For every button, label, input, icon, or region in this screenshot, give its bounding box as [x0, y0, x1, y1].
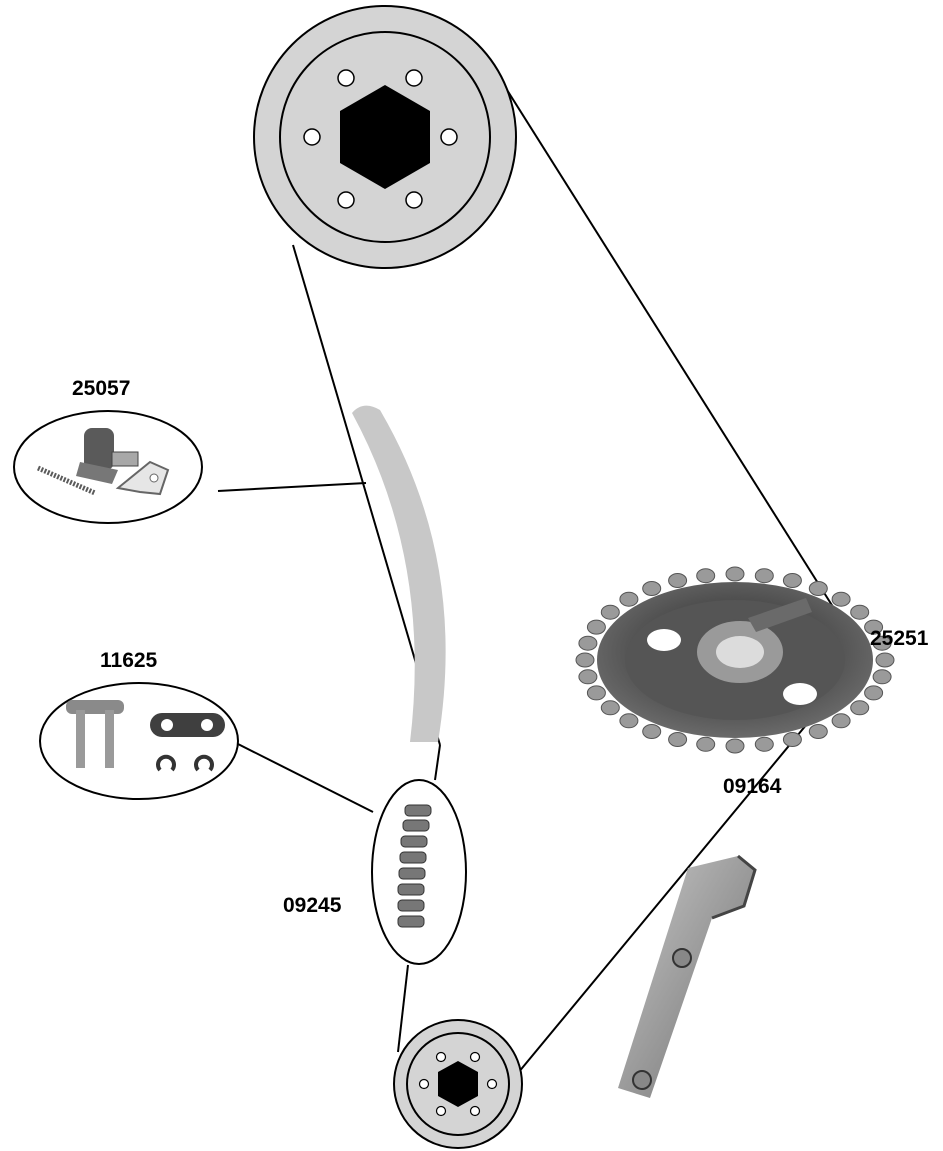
leader-line-25057 — [218, 483, 366, 491]
part-25251-sprocket[interactable] — [576, 567, 894, 753]
sprocket-tooth — [865, 686, 883, 700]
part-label-11625: 11625 — [100, 650, 157, 671]
part-label-25057: 25057 — [72, 378, 130, 399]
part-label-25251: 25251 — [870, 628, 928, 649]
part-label-09245: 09245 — [283, 895, 341, 916]
sprocket-tooth — [620, 714, 638, 728]
link-side-plate — [150, 713, 225, 737]
sprocket-tooth — [809, 725, 827, 739]
sprocket-tooth — [587, 620, 605, 634]
sprocket-tooth — [873, 670, 891, 684]
sprocket-tooth — [726, 739, 744, 753]
sprocket-tooth — [832, 714, 850, 728]
curved-guide-shoe — [352, 406, 446, 742]
part-09245-timing-chain[interactable] — [372, 780, 466, 964]
sprocket-tooth — [579, 670, 597, 684]
sprocket-tooth — [726, 567, 744, 581]
chain-line-top-right — [502, 82, 840, 618]
sprocket-tooth — [669, 733, 687, 747]
sprocket-tooth — [783, 733, 801, 747]
sprocket-hole-left — [647, 629, 681, 651]
sprocket-tooth — [601, 701, 619, 715]
sprocket-tooth — [576, 653, 594, 667]
chain-line-lower-left — [398, 965, 408, 1052]
guide-bolt-lower — [633, 1071, 651, 1089]
sprocket-tooth — [579, 636, 597, 650]
part-11625-connecting-link[interactable] — [40, 683, 238, 799]
part-11625-callout — [40, 683, 238, 799]
tensioner-body — [84, 428, 114, 470]
sprocket-tooth — [643, 582, 661, 596]
top-pulley — [254, 6, 516, 268]
sprocket-tooth — [620, 592, 638, 606]
sprocket-bore — [716, 636, 764, 668]
chain-line-to-chain-link — [435, 745, 440, 780]
part-09164-chain-guide[interactable] — [618, 856, 755, 1098]
sprocket-tooth — [809, 582, 827, 596]
guide-bolt-upper — [673, 949, 691, 967]
sprocket-hole-right — [783, 683, 817, 705]
leader-line-11625 — [236, 743, 373, 812]
sprocket-tooth — [755, 569, 773, 583]
sprocket-tooth — [783, 574, 801, 588]
sprocket-tooth — [697, 737, 715, 751]
sprocket-tooth — [669, 574, 687, 588]
guide-body — [618, 856, 755, 1098]
sprocket-tooth — [851, 701, 869, 715]
sprocket-tooth — [876, 653, 894, 667]
tensioner-plunger — [112, 452, 138, 466]
sprocket-tooth — [755, 737, 773, 751]
sprocket-tooth — [851, 605, 869, 619]
sprocket-tooth — [601, 605, 619, 619]
sprocket-tooth — [643, 725, 661, 739]
part-25057-tensioner[interactable] — [14, 411, 202, 523]
sprocket-tooth — [832, 592, 850, 606]
sprocket-tooth — [587, 686, 605, 700]
bottom-pulley — [394, 1020, 522, 1148]
part-label-09164: 09164 — [723, 776, 781, 797]
sprocket-tooth — [697, 569, 715, 583]
